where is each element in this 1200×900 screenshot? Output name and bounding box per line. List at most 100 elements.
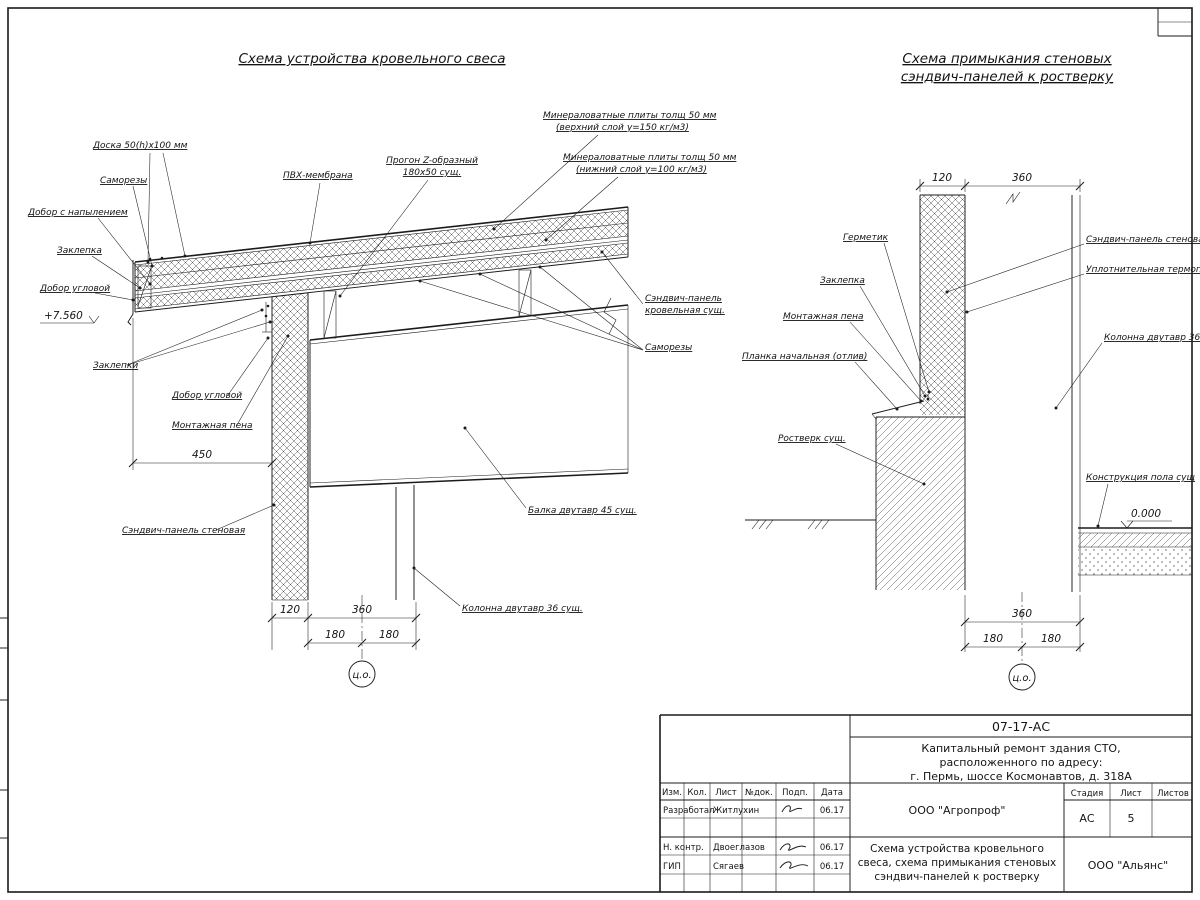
dimension-450: 450 (128, 318, 277, 470)
label-screws: Саморезы (100, 176, 147, 186)
elevation-mark: +7.560 (40, 310, 100, 324)
elevation-floor-value: 0.000 (1131, 508, 1161, 520)
label-roof-panel-2: кровельная сущ. (645, 306, 725, 316)
project-line-3: г. Пермь, шоссе Космонавтов, д. 318А (910, 770, 1132, 783)
mineral-wool-lower-layer (135, 223, 628, 291)
dim-180-left-r: 180 (983, 633, 1003, 645)
label-trim-sprayed: Добор с напылением (27, 208, 128, 218)
label-board: Доска 50(h)х100 мм (92, 141, 188, 151)
sheet-frame (0, 7, 1193, 893)
label-wall-panel: Сэндвич-панель стеновая (122, 526, 246, 536)
row-date: 06.17 (820, 862, 844, 872)
roof-eaves-scheme: Схема устройства кровельного свеса (27, 51, 737, 688)
label-corner-trim-a: Добор угловой (39, 284, 110, 294)
label-roof-panel-1: Сэндвич-панель (645, 294, 722, 304)
header-data: Дата (821, 788, 843, 798)
header-ndok: №док. (745, 788, 773, 798)
label-wall-panel-right: Сэндвич-панель стеновая (1086, 235, 1200, 245)
signature (779, 843, 807, 851)
dim-450: 450 (192, 449, 212, 461)
header-list: Лист (715, 788, 737, 798)
sheet-value: 5 (1128, 812, 1135, 825)
row-date: 06.17 (820, 806, 844, 816)
axis-bubble (348, 660, 376, 688)
axis-label-right: ц.о. (1012, 673, 1031, 684)
dim-360-top: 360 (1012, 172, 1032, 184)
signature (779, 861, 809, 869)
org-top: ООО "Агропроф" (909, 804, 1006, 817)
label-grillage: Ростверк сущ. (778, 434, 846, 444)
header-izm: Изм. (662, 788, 682, 798)
eaves-edge-board (127, 256, 164, 326)
label-minwool-upper-2: (верхний слой γ=150 кг/м3) (556, 123, 689, 133)
column-i36 (395, 485, 415, 600)
signature (781, 805, 803, 813)
label-starter-flashing: Планка начальная (отлив) (742, 352, 867, 362)
bottom-dimensions-right-scheme: 360 180 180 ц.о. (960, 592, 1085, 691)
beam-i45 (309, 297, 629, 488)
top-dimensions-right-scheme: 120 360 (915, 172, 1085, 192)
row-role: ГИП (663, 862, 681, 872)
stage-value: АС (1079, 812, 1095, 825)
right-scheme-title-2: сэндвич-панелей к ростверку (901, 69, 1114, 85)
label-rivets: Заклепки (93, 361, 138, 371)
row-name: Двоеглазов (713, 843, 765, 853)
row-role: Разработал (663, 806, 715, 816)
row-name: Сягаев (713, 862, 744, 872)
label-minwool-lower-2: (нижний слой γ=100 кг/м3) (576, 165, 707, 175)
label-purlin-1: Прогон Z-образный (386, 156, 478, 166)
floor-construction (1078, 527, 1192, 576)
label-floor-construction: Конструкция пола сущ (1086, 473, 1195, 483)
title-block: 07-17-АС Капитальный ремонт здания СТО, … (659, 714, 1192, 892)
z-purlin (323, 290, 337, 339)
header-kol: Кол. (687, 788, 706, 798)
label-minwool-lower-1: Минераловатные плиты толщ 50 мм (563, 153, 737, 163)
label-mounting-foam: Монтажная пена (172, 421, 253, 431)
label-column: Колонна двутавр 36 сущ. (462, 604, 583, 614)
dim-180-left: 180 (325, 629, 345, 641)
label-rivet: Заклепка (57, 246, 102, 256)
sheets-header: Листов (1157, 789, 1189, 799)
wall-sandwich-panel (262, 292, 309, 601)
break-mark (1005, 191, 1021, 205)
dim-120: 120 (280, 604, 300, 616)
column-i36-right (1005, 191, 1081, 592)
label-minwool-upper-1: Минераловатные плиты толщ 50 мм (543, 111, 717, 121)
row-role: Н. контр. (663, 843, 704, 853)
label-corner-trim-b: Добор угловой (171, 391, 242, 401)
left-scheme-callouts-top: ПВХ-мембрана Прогон Z-образный 180х50 су… (283, 111, 737, 614)
project-line-2: расположенного по адресу: (939, 756, 1102, 769)
dim-120-right: 120 (932, 172, 952, 184)
doc-title-3: сэндвич-панелей к ростверку (874, 871, 1039, 883)
label-beam: Балка двутавр 45 сущ. (528, 506, 637, 516)
row-name: Житлухин (713, 806, 759, 816)
label-sealant: Герметик (843, 233, 889, 243)
left-scheme-title: Схема устройства кровельного свеса (238, 51, 505, 67)
break-mark (603, 297, 617, 335)
label-purlin-2: 180х50 сущ. (403, 168, 461, 178)
elevation-value: +7.560 (44, 310, 83, 322)
ground-line (745, 519, 876, 530)
elevation-mark-floor: 0.000 (1120, 508, 1172, 529)
doc-number: 07-17-АС (992, 719, 1050, 734)
right-scheme-callouts-left: Герметик Заклепка Монтажная пена Планка … (742, 233, 931, 486)
left-scheme-callouts: Доска 50(h)х100 мм Саморезы Добор с напы… (27, 141, 290, 536)
mineral-wool-upper-layer (135, 210, 628, 278)
stage-header: Стадия (1071, 789, 1104, 799)
label-rivet-right: Заклепка (820, 276, 865, 286)
row-date: 06.17 (820, 843, 844, 853)
axis-label: ц.о. (352, 670, 371, 681)
roof-sandwich-panel-core (135, 243, 628, 309)
doc-title-1: Схема устройства кровельного (870, 843, 1044, 855)
label-column-right: Колонна двутавр 36 сущ (1104, 333, 1200, 343)
org-bottom: ООО "Альянс" (1088, 859, 1169, 872)
project-line-1: Капитальный ремонт здания СТО, (921, 742, 1120, 755)
axis-bubble-right (1008, 663, 1036, 691)
dim-180-right-r: 180 (1041, 633, 1061, 645)
label-screws-right: Саморезы (645, 343, 692, 353)
wall-to-grillage-scheme: Схема примыкания стеновых сэндвич-панеле… (742, 51, 1200, 691)
sheet-header: Лист (1120, 789, 1142, 799)
right-scheme-title-1: Схема примыкания стеновых (902, 51, 1112, 67)
grillage (871, 394, 965, 590)
